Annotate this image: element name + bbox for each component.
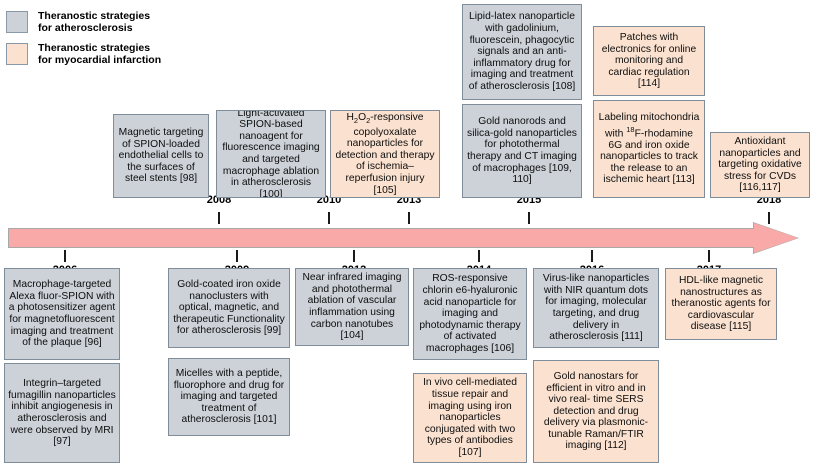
event-box-2010[interactable]: Light-activated SPION-based nanoagent fo…	[216, 110, 326, 198]
event-box-2013[interactable]: H2O2-responsive copolyoxalate nanopartic…	[330, 110, 440, 198]
legend-swatch-myocardial-infarction	[6, 43, 28, 65]
tick-2008	[218, 212, 220, 224]
event-text: Macrophage-targeted Alexa fluor-SPION wi…	[8, 279, 116, 349]
event-box-2006-integrin-targeted[interactable]: Integrin–targeted fumagillin nanoparticl…	[4, 363, 120, 463]
event-box-2016-gold-nanostars[interactable]: Gold nanostars for efficient in vitro an…	[533, 360, 659, 463]
event-text: Lipid-latex nanoparticle with gadolinium…	[468, 11, 576, 92]
event-box-2017[interactable]: HDL-like magnetic nanostructures as ther…	[665, 268, 777, 340]
event-text: Labeling mitochondria with 18F-rhodamine…	[598, 112, 700, 186]
legend-label-atherosclerosis: Theranostic strategies for atheroscleros…	[38, 10, 151, 34]
tick-2014	[478, 250, 480, 262]
event-box-2015-lipid-latex[interactable]: Lipid-latex nanoparticle with gadolinium…	[462, 4, 582, 100]
tick-2017	[708, 250, 710, 262]
tick-2018	[768, 212, 770, 224]
event-box-2012[interactable]: Near infrared imaging and photothermal a…	[295, 268, 409, 346]
event-text: In vivo cell-mediated tissue repair and …	[423, 377, 517, 458]
legend-item-myocardial-infarction: Theranostic strategies for myocardial in…	[6, 42, 161, 66]
legend-item-atherosclerosis: Theranostic strategies for atheroscleros…	[6, 10, 161, 34]
tick-2013	[408, 212, 410, 224]
legend-swatch-atherosclerosis	[6, 11, 28, 33]
tick-2006	[64, 250, 66, 262]
timeline-bar	[8, 228, 756, 248]
event-text: Gold-coated iron oxide nanoclusters with…	[173, 279, 285, 337]
event-text: Gold nanostars for efficient in vitro an…	[543, 370, 649, 452]
event-text: Gold nanorods and silica-gold nanopartic…	[467, 116, 577, 186]
event-text: HDL-like magnetic nanostructures as ther…	[671, 275, 771, 333]
event-text: Virus-like nanoparticles with NIR quantu…	[542, 273, 650, 343]
arrow-head-icon	[754, 223, 798, 253]
event-box-2016-virus-like[interactable]: Virus-like nanoparticles with NIR quantu…	[533, 268, 659, 348]
legend: Theranostic strategies for atheroscleros…	[6, 10, 161, 74]
tick-2009	[236, 250, 238, 262]
event-box-2015-gold-nanorods[interactable]: Gold nanorods and silica-gold nanopartic…	[462, 104, 582, 198]
event-text: Near infrared imaging and photothermal a…	[302, 272, 402, 342]
timeline-axis: 2008 2010 2013 2015 2018 2006 2009 2012 …	[8, 194, 807, 276]
event-box-2009-micelles[interactable]: Micelles with a peptide, fluorophore and…	[168, 358, 290, 436]
event-box-2006-macrophage-targeted[interactable]: Macrophage-targeted Alexa fluor-SPION wi…	[4, 268, 120, 360]
event-text: Integrin–targeted fumagillin nanoparticl…	[8, 378, 116, 448]
event-text: Antioxidant nanoparticles and targeting …	[718, 136, 802, 194]
event-box-2008[interactable]: Magnetic targeting of SPION-loaded endot…	[113, 114, 209, 198]
tick-2012	[353, 250, 355, 262]
tick-2015	[528, 212, 530, 224]
event-text: Magnetic targeting of SPION-loaded endot…	[118, 127, 204, 185]
tick-2016	[591, 250, 593, 262]
tick-2010	[328, 212, 330, 224]
event-box-2016-labeling-mitochondria[interactable]: Labeling mitochondria with 18F-rhodamine…	[593, 100, 705, 198]
event-text: ROS-responsive chlorin e6-hyaluronic aci…	[419, 273, 521, 354]
event-box-2009-gold-coated[interactable]: Gold-coated iron oxide nanoclusters with…	[168, 268, 290, 348]
event-box-2014-in-vivo[interactable]: In vivo cell-mediated tissue repair and …	[413, 373, 527, 463]
event-box-2014-ros-responsive[interactable]: ROS-responsive chlorin e6-hyaluronic aci…	[413, 268, 527, 360]
event-text: Patches with electronics for online moni…	[601, 32, 697, 90]
event-box-2018[interactable]: Antioxidant nanoparticles and targeting …	[710, 132, 810, 198]
event-box-2016-patches[interactable]: Patches with electronics for online moni…	[593, 26, 705, 96]
event-text: H2O2-responsive copolyoxalate nanopartic…	[335, 111, 435, 196]
event-text: Micelles with a peptide, fluorophore and…	[173, 368, 285, 426]
legend-label-myocardial-infarction: Theranostic strategies for myocardial in…	[38, 42, 162, 66]
event-text: Light-activated SPION-based nanoagent fo…	[222, 110, 320, 198]
